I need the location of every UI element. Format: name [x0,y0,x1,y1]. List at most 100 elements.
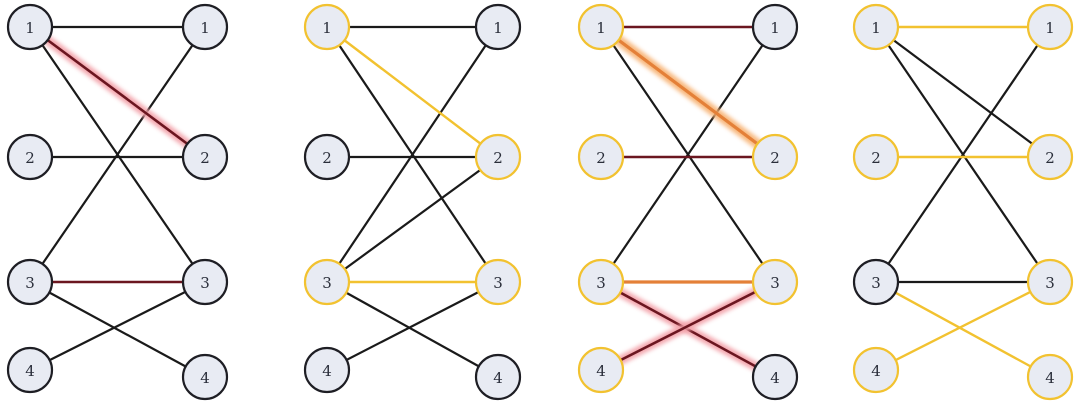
node-circle [852,133,900,181]
edge-red-l1-r2 [25,22,210,162]
node-circle [577,346,625,394]
node-layer: 1 2 3 4 1 2 3 4 [6,3,229,401]
node-circle [1026,258,1074,306]
right-node-4: 4 [1026,353,1074,401]
edge-layer [325,25,500,379]
node-label: 4 [1045,369,1055,387]
edge-red-l4-r3 [596,277,780,375]
left-node-4: 4 [6,346,54,394]
right-node-2: 2 [1026,133,1074,181]
node-circle [1026,133,1074,181]
right-node-4: 4 [751,353,799,401]
edge-black-l3-r4 [325,280,500,379]
node-circle [6,258,54,306]
graph-panel-1: 1 2 3 4 1 2 3 4 [6,3,229,401]
node-circle [6,346,54,394]
graph-panel-4: 1 2 3 4 1 2 3 4 [852,3,1074,401]
node-label: 3 [770,274,780,292]
right-node-4: 4 [474,353,522,401]
graph-panel-3: 1 2 3 4 1 2 3 4 [577,3,799,401]
left-node-3: 3 [6,258,54,306]
edge-black-l3-r2 [325,155,500,284]
left-node-3: 3 [577,258,625,306]
node-layer: 1 2 3 4 1 2 3 4 [852,3,1074,401]
node-label: 2 [200,149,210,167]
graph-panel-2: 1 2 3 4 1 2 3 4 [303,3,522,401]
node-circle [577,258,625,306]
node-label: 3 [596,274,606,292]
node-label: 2 [596,149,606,167]
left-node-2: 2 [852,133,900,181]
node-layer: 1 2 3 4 1 2 3 4 [303,3,522,401]
node-circle [852,258,900,306]
node-label: 4 [322,362,332,380]
left-node-3: 3 [852,258,900,306]
node-label: 3 [25,274,35,292]
right-node-3: 3 [751,258,799,306]
node-circle [751,353,799,401]
left-node-1: 1 [303,3,351,51]
left-node-1: 1 [6,3,54,51]
right-node-1: 1 [181,3,229,51]
edge-black-l3-r1 [325,25,500,284]
edge-yellow-l3-r4 [874,280,1052,379]
node-label: 4 [200,369,210,387]
node-label: 2 [871,149,881,167]
left-node-1: 1 [577,3,625,51]
right-node-2: 2 [474,133,522,181]
right-node-1: 1 [1026,3,1074,51]
node-label: 4 [871,362,881,380]
node-label: 3 [1045,274,1055,292]
node-label: 3 [200,274,210,292]
right-node-2: 2 [181,133,229,181]
edge-layer [596,22,780,382]
node-label: 1 [770,19,780,37]
right-node-2: 2 [751,133,799,181]
node-circle [852,3,900,51]
node-circle [852,346,900,394]
node-label: 1 [322,19,332,37]
left-node-4: 4 [303,346,351,394]
node-circle [1026,353,1074,401]
node-label: 2 [1045,149,1055,167]
edge-layer [25,22,210,379]
node-circle [303,133,351,181]
edge-yellow-l4-r3 [874,280,1052,372]
node-label: 2 [493,149,503,167]
node-label: 1 [493,19,503,37]
right-node-3: 3 [181,258,229,306]
node-circle [751,3,799,51]
edge-black-l1-r2 [874,25,1052,159]
node-layer: 1 2 3 4 1 2 3 4 [577,3,799,401]
edge-black-l3-r1 [874,25,1052,284]
edge-layer [874,25,1052,379]
node-circle [6,3,54,51]
node-label: 1 [200,19,210,37]
node-circle [577,3,625,51]
node-label: 4 [596,362,606,380]
left-node-2: 2 [6,133,54,181]
node-label: 3 [322,274,332,292]
node-circle [577,133,625,181]
edge-orange-l1-r2 [596,22,780,162]
edge-black-l3-r4 [28,280,207,379]
node-label: 1 [25,19,35,37]
left-node-4: 4 [577,346,625,394]
edge-black-l4-r3 [28,280,207,372]
node-circle [6,133,54,181]
node-label: 2 [322,149,332,167]
left-node-3: 3 [303,258,351,306]
node-circle [303,346,351,394]
node-circle [181,3,229,51]
left-node-2: 2 [303,133,351,181]
node-label: 3 [871,274,881,292]
node-circle [1026,3,1074,51]
right-node-1: 1 [474,3,522,51]
node-label: 1 [1045,19,1055,37]
node-label: 2 [25,149,35,167]
node-label: 3 [493,274,503,292]
node-circle [751,133,799,181]
node-label: 4 [25,362,35,380]
node-circle [303,258,351,306]
node-label: 1 [871,19,881,37]
